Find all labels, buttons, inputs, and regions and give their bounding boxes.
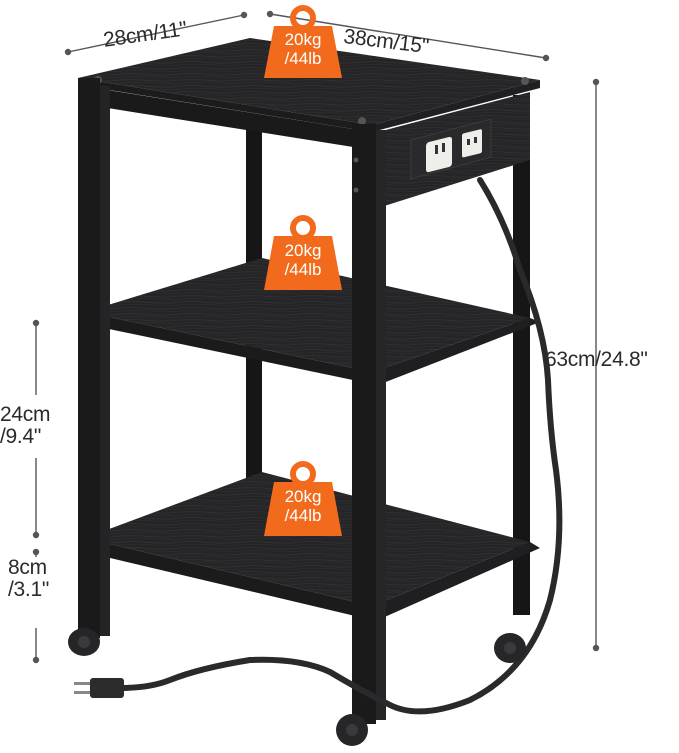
ac-outlet-icon (426, 136, 452, 173)
caster-wheels (68, 628, 526, 746)
weight-badge-line1: 20kg (284, 487, 322, 506)
shelf-spacing-line1: 24cm (0, 403, 51, 426)
clearance-line1: 8cm (8, 556, 47, 579)
clearance-label: 8cm /3.1" (8, 556, 49, 602)
weight-badge-middle: 20kg /44lb (264, 241, 342, 279)
weight-icon (264, 5, 342, 78)
power-plug-icon (74, 678, 124, 698)
weight-badge-icons (264, 5, 342, 536)
shelf-spacing-line2: /9.4" (0, 425, 41, 449)
clearance-line2: /3.1" (8, 578, 49, 602)
power-outlet-strip (378, 92, 530, 208)
weight-badge-line2: /44lb (284, 260, 322, 280)
shelf-spacing-label: 24cm /9.4" (0, 403, 51, 449)
usb-port-icon (462, 129, 482, 158)
weight-icon (264, 461, 342, 536)
dimension-lines (32, 10, 600, 664)
bottom-shelf (85, 472, 540, 620)
weight-badge-line2: /44lb (284, 49, 322, 69)
weight-badge-line1: 20kg (284, 241, 322, 260)
weight-badge-bottom: 20kg /44lb (264, 487, 342, 525)
power-cord (117, 177, 563, 715)
middle-shelf (85, 258, 540, 385)
weight-badge-top: 20kg /44lb (264, 30, 342, 68)
front-legs (78, 78, 386, 724)
height-dimension-label: 63cm/24.8" (545, 348, 648, 371)
top-shelf (78, 38, 540, 150)
weight-badge-line1: 20kg (284, 30, 322, 49)
weight-icon (264, 215, 342, 290)
weight-badge-line2: /44lb (284, 506, 322, 526)
